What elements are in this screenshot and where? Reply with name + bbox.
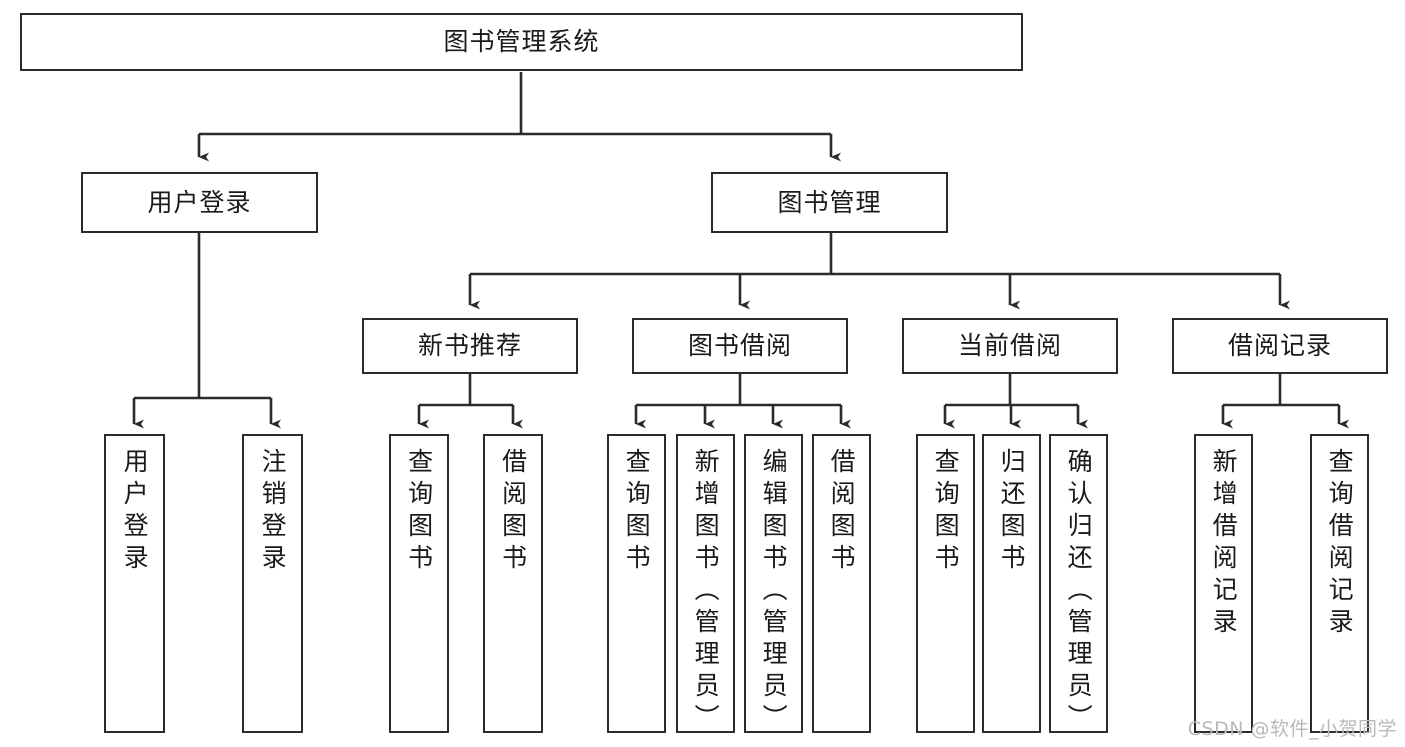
node-user-login-label: 用户登录 bbox=[147, 187, 252, 217]
node-book-manage[interactable]: 图书管理 bbox=[711, 172, 948, 233]
node-borrow-record[interactable]: 借阅记录 bbox=[1172, 318, 1388, 374]
leaf-borrow-record-0[interactable]: 新增借阅记录 bbox=[1194, 434, 1253, 733]
leaf-user-login-0[interactable]: 用户登录 bbox=[104, 434, 165, 733]
leaf-book-borrow-2-label: 编辑图书（管理员） bbox=[759, 448, 789, 736]
leaf-current-borrow-2[interactable]: 确认归还（管理员） bbox=[1049, 434, 1108, 736]
leaf-book-borrow-1[interactable]: 新增图书（管理员） bbox=[676, 434, 735, 736]
leaf-user-login-1[interactable]: 注销登录 bbox=[242, 434, 303, 733]
leaf-new-book-recommend-0-label: 查询图书 bbox=[404, 448, 434, 576]
leaf-book-borrow-1-label: 新增图书（管理员） bbox=[691, 448, 721, 736]
leaf-current-borrow-1-label: 归还图书 bbox=[997, 448, 1027, 576]
node-root[interactable]: 图书管理系统 bbox=[20, 13, 1023, 71]
leaf-current-borrow-1[interactable]: 归还图书 bbox=[982, 434, 1041, 733]
leaf-borrow-record-1[interactable]: 查询借阅记录 bbox=[1310, 434, 1369, 733]
node-new-book-recommend-label: 新书推荐 bbox=[417, 331, 522, 360]
node-user-login[interactable]: 用户登录 bbox=[81, 172, 318, 233]
leaf-book-borrow-2[interactable]: 编辑图书（管理员） bbox=[744, 434, 803, 736]
leaf-current-borrow-0[interactable]: 查询图书 bbox=[916, 434, 975, 733]
leaf-book-borrow-3-label: 借阅图书 bbox=[827, 448, 857, 576]
leaf-current-borrow-2-label: 确认归还（管理员） bbox=[1064, 448, 1094, 736]
node-borrow-record-label: 借阅记录 bbox=[1227, 331, 1332, 360]
leaf-book-borrow-0[interactable]: 查询图书 bbox=[607, 434, 666, 733]
leaf-new-book-recommend-1[interactable]: 借阅图书 bbox=[483, 434, 543, 733]
node-current-borrow-label: 当前借阅 bbox=[957, 331, 1062, 360]
leaf-user-login-0-label: 用户登录 bbox=[120, 448, 150, 576]
node-new-book-recommend[interactable]: 新书推荐 bbox=[362, 318, 578, 374]
leaf-new-book-recommend-0[interactable]: 查询图书 bbox=[389, 434, 449, 733]
leaf-current-borrow-0-label: 查询图书 bbox=[931, 448, 961, 576]
leaf-borrow-record-1-label: 查询借阅记录 bbox=[1325, 448, 1355, 640]
node-root-label: 图书管理系统 bbox=[443, 27, 600, 56]
node-book-manage-label: 图书管理 bbox=[777, 187, 882, 217]
leaf-user-login-1-label: 注销登录 bbox=[258, 448, 288, 576]
leaf-book-borrow-3[interactable]: 借阅图书 bbox=[812, 434, 871, 733]
leaf-new-book-recommend-1-label: 借阅图书 bbox=[498, 448, 528, 576]
node-current-borrow[interactable]: 当前借阅 bbox=[902, 318, 1118, 374]
node-book-borrow-label: 图书借阅 bbox=[687, 331, 792, 360]
node-book-borrow[interactable]: 图书借阅 bbox=[632, 318, 848, 374]
leaf-borrow-record-0-label: 新增借阅记录 bbox=[1209, 448, 1239, 640]
watermark-text: CSDN @软件_小贺同学 bbox=[1187, 718, 1397, 740]
leaf-book-borrow-0-label: 查询图书 bbox=[622, 448, 652, 576]
